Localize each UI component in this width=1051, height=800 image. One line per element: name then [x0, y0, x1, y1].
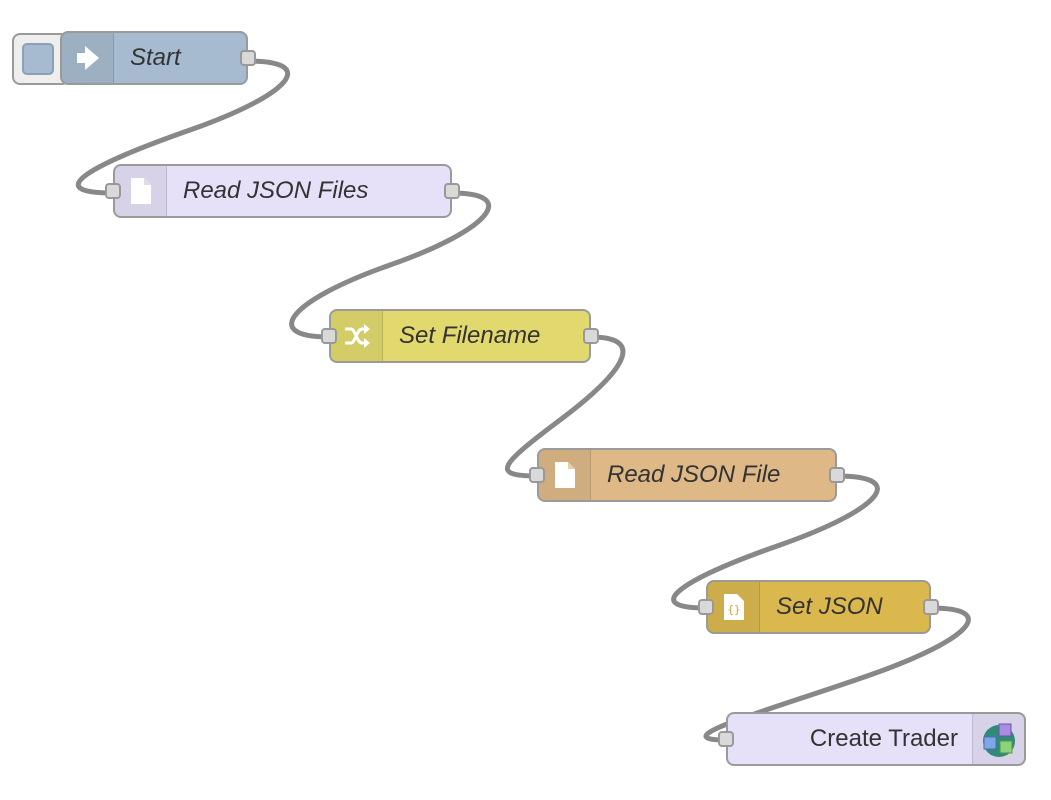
input-port[interactable] — [698, 599, 714, 615]
node-set-json[interactable]: {} Set JSON — [698, 580, 939, 634]
output-port[interactable] — [923, 599, 939, 615]
input-port[interactable] — [718, 731, 734, 747]
input-port[interactable] — [529, 467, 545, 483]
inject-trigger-button[interactable] — [12, 33, 70, 85]
output-port[interactable] — [444, 183, 460, 199]
svg-text:{}: {} — [727, 603, 740, 616]
input-port[interactable] — [105, 183, 121, 199]
arrow-in-icon — [62, 33, 114, 83]
node-create-trader[interactable]: Create Trader — [718, 712, 1026, 766]
node-label: Set Filename — [399, 322, 541, 349]
node-label: Read JSON Files — [183, 177, 369, 204]
node-label: Set JSON — [776, 593, 883, 620]
json-braces-icon: {} — [708, 582, 760, 632]
output-port[interactable] — [583, 328, 599, 344]
inject-trigger-square[interactable] — [22, 43, 54, 75]
shuffle-icon — [331, 311, 383, 361]
node-label: Start — [130, 44, 181, 71]
output-port[interactable] — [240, 50, 256, 66]
node-set-filename[interactable]: Set Filename — [321, 309, 599, 363]
node-label: Read JSON File — [607, 461, 781, 488]
input-port[interactable] — [321, 328, 337, 344]
output-port[interactable] — [829, 467, 845, 483]
cubes-icon — [972, 714, 1024, 764]
file-icon — [115, 166, 167, 216]
file-icon — [539, 450, 591, 500]
node-read-json-files[interactable]: Read JSON Files — [105, 164, 460, 218]
node-label: Create Trader — [809, 725, 958, 752]
node-read-json-file[interactable]: Read JSON File — [529, 448, 845, 502]
node-start[interactable]: Start — [60, 31, 256, 85]
